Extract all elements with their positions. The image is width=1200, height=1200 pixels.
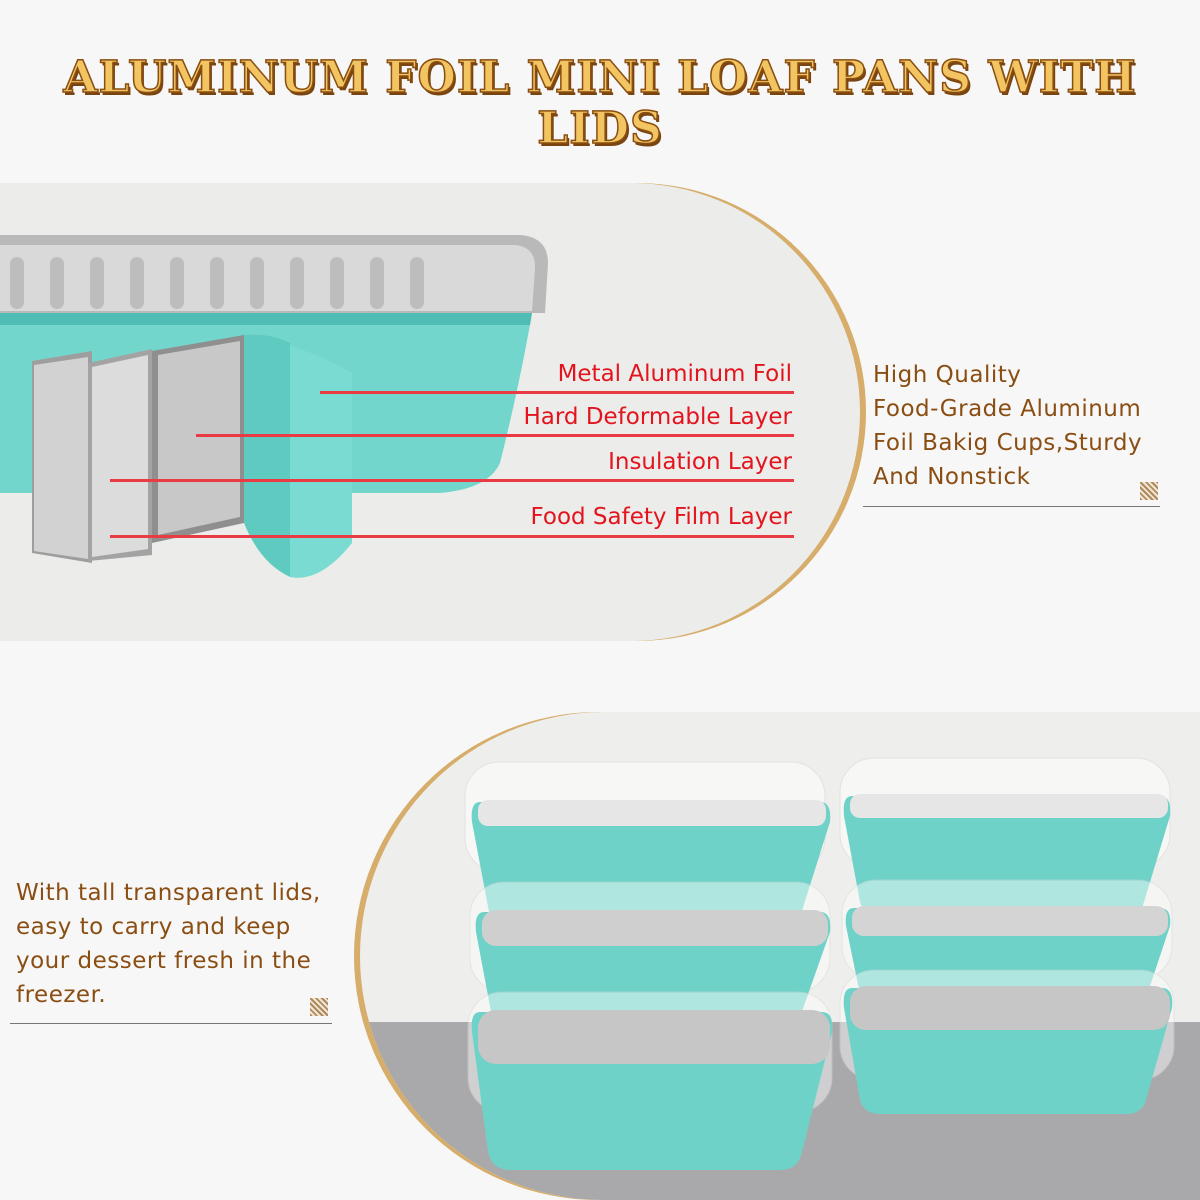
- feature-quality-line: Foil Bakig Cups,Sturdy: [873, 430, 1143, 456]
- layer-line-food-safety-film: [110, 535, 794, 538]
- hatch-corner-icon: [1140, 482, 1158, 500]
- feature-quality-line: And Nonstick: [873, 464, 1031, 490]
- left-pan-stack: [464, 761, 833, 1170]
- feature-quality-line: Food-Grade Aluminum: [873, 396, 1142, 422]
- feature-lids-line: freezer.: [16, 982, 107, 1008]
- layer-structure-panel: Metal Aluminum Foil Hard Deformable Laye…: [0, 183, 860, 641]
- layer-label-hard-deformable: Hard Deformable Layer: [523, 404, 792, 430]
- stacked-pans-illustration: [464, 757, 1175, 1170]
- hatch-corner-icon: [310, 998, 328, 1016]
- foil-ribs: [10, 257, 424, 309]
- pan-cross-section-illustration: [0, 235, 548, 578]
- feature-lids-line: easy to carry and keep: [16, 914, 291, 940]
- layer-label-food-safety-film: Food Safety Film Layer: [530, 504, 792, 530]
- layer-label-metal-foil: Metal Aluminum Foil: [557, 361, 792, 387]
- right-pan-stack: [839, 757, 1175, 1114]
- divider-rule: [863, 506, 1160, 507]
- stacked-pans-panel: [360, 712, 1200, 1200]
- divider-rule: [10, 1023, 332, 1024]
- page-title: ALUMINUM FOIL MINI LOAF PANS WITH LIDS: [63, 51, 1137, 155]
- feature-quality-text: High Quality Food-Grade Aluminum Foil Ba…: [873, 358, 1142, 494]
- feature-quality-line: High Quality: [873, 362, 1022, 388]
- layer-line-insulation: [110, 479, 794, 482]
- layer-label-insulation: Insulation Layer: [608, 449, 792, 475]
- feature-lids-line: your dessert fresh in the: [16, 948, 312, 974]
- feature-lids-line: With tall transparent lids,: [16, 880, 321, 906]
- layer-line-metal-foil: [320, 391, 794, 394]
- layer-line-hard-deformable: [196, 434, 794, 437]
- feature-lids-text: With tall transparent lids, easy to carr…: [16, 876, 321, 1012]
